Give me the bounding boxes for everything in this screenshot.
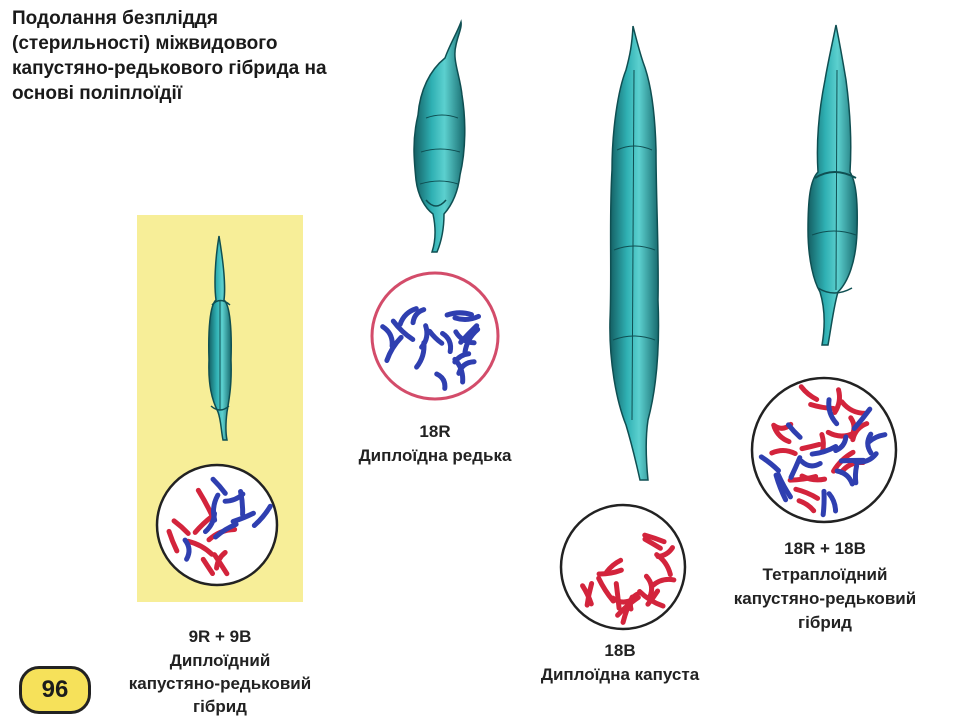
radish-formula: 18R bbox=[419, 422, 451, 441]
cabbage-pod bbox=[609, 25, 660, 481]
hybrid-chromosome bbox=[230, 510, 256, 525]
hybrid-chromosome bbox=[166, 528, 180, 554]
radish-chromosome bbox=[462, 326, 481, 355]
tetraploid-name-line3: гібрид bbox=[798, 613, 852, 632]
tetraploid-chromosome bbox=[834, 468, 855, 487]
tetraploid-chromosome bbox=[793, 486, 821, 501]
radish-chromosome bbox=[390, 318, 416, 342]
hybrid-chromosome bbox=[222, 491, 246, 504]
radish-chromosome bbox=[397, 306, 419, 327]
tetraploid-chromosome bbox=[852, 451, 879, 465]
cabbage-chromosome bbox=[655, 545, 675, 560]
tetraploid-name-line1: Тетраплоїдний bbox=[762, 565, 888, 584]
radish-chromosome bbox=[380, 324, 395, 349]
radish-chromosome bbox=[444, 310, 475, 318]
hybrid-name-line2: капустяно-редьковий bbox=[128, 674, 312, 693]
tetraploid-chromosome bbox=[833, 434, 849, 454]
cabbage-chromosome bbox=[643, 573, 655, 600]
tetraploid-chromosome bbox=[785, 422, 803, 440]
hybrid-chromosome bbox=[202, 510, 218, 535]
radish-chromosome bbox=[410, 307, 427, 326]
tetraploid-chromosome bbox=[826, 397, 840, 427]
radish-chromosome bbox=[452, 313, 482, 323]
tetraploid-chromosome bbox=[825, 429, 857, 439]
cabbage-chromosome bbox=[580, 583, 594, 607]
tetraploid-chromosome bbox=[850, 421, 870, 443]
tetraploid-chromosome bbox=[799, 441, 822, 452]
hybrid-chromosome bbox=[185, 538, 215, 557]
cabbage-chromosome bbox=[637, 588, 666, 609]
cabbage-chromosome bbox=[596, 567, 624, 577]
tetraploid-pod bbox=[807, 24, 858, 346]
hybrid-chromosome bbox=[171, 518, 191, 536]
radish-chromosome bbox=[452, 351, 472, 365]
hybrid-chromosome bbox=[182, 537, 192, 562]
cabbage-chromosome bbox=[645, 588, 661, 607]
hybrid-chromosome bbox=[251, 503, 273, 528]
tetraploid-chromosome bbox=[796, 498, 817, 514]
tetraploid-name-line2: капустяно-редьковий bbox=[733, 589, 917, 608]
tetraploid-chromosome bbox=[799, 473, 828, 483]
tetraploid-chromosome bbox=[809, 444, 839, 457]
tetraploid-chromosome bbox=[832, 387, 842, 415]
hybrid-name-line3: гібрид bbox=[193, 697, 247, 716]
cabbage-chromosome bbox=[642, 536, 663, 551]
hybrid-chromosome bbox=[192, 514, 215, 535]
tetraploid-chromosome bbox=[852, 463, 860, 486]
chromosomes bbox=[166, 306, 888, 625]
tetraploid-chromosome bbox=[769, 447, 798, 457]
hybrid-chromosome bbox=[195, 487, 215, 518]
radish-name: Диплоїдна редька bbox=[358, 446, 512, 465]
tetraploid-chromosome bbox=[775, 471, 793, 500]
radish-pod bbox=[413, 19, 466, 253]
hybrid-chromosome bbox=[211, 552, 230, 577]
tetraploid-chromosome bbox=[798, 384, 820, 402]
radish-chromosome bbox=[434, 371, 448, 391]
hybrid-chromosome bbox=[210, 476, 228, 496]
tetraploid-chromosome bbox=[851, 406, 873, 432]
hybrid-chromosome bbox=[213, 521, 239, 540]
tetraploid-chromosome bbox=[826, 491, 839, 514]
tetraploid-formula: 18R + 18B bbox=[784, 539, 866, 558]
cabbage-name: Диплоїдна капуста bbox=[540, 665, 700, 684]
cabbage-chromosome bbox=[615, 594, 641, 618]
radish-chromosome bbox=[458, 323, 480, 345]
cabbage-chromosome bbox=[613, 581, 622, 611]
cabbage-formula: 18B bbox=[604, 641, 636, 660]
cabbage-chromosome bbox=[642, 532, 667, 545]
hybrid-chromosome bbox=[200, 556, 216, 577]
cabbage-chromosome bbox=[604, 557, 624, 575]
hybrid-chromosome bbox=[214, 549, 228, 571]
tetraploid-chromosome bbox=[808, 401, 837, 411]
hybrid-pod bbox=[208, 235, 232, 441]
tetraploid-chromosome bbox=[798, 458, 823, 469]
radish-chromosome bbox=[440, 330, 454, 355]
radish-chromosome bbox=[414, 340, 427, 370]
tetraploid-chromosome bbox=[758, 454, 781, 474]
radish-chromosome bbox=[427, 328, 445, 346]
cabbage-chromosome bbox=[596, 575, 616, 604]
figure-title: Подолання безпліддя (стерильності) міжви… bbox=[12, 8, 327, 104]
tetraploid-chromosome bbox=[788, 455, 803, 480]
page-number: 96 bbox=[19, 666, 91, 714]
tetraploid-chromosome bbox=[865, 431, 874, 456]
hybrid-formula: 9R + 9B bbox=[188, 627, 252, 646]
tetraploid-chromosome bbox=[820, 488, 827, 518]
hybrid-name-line1: Диплоїдний bbox=[169, 651, 271, 670]
